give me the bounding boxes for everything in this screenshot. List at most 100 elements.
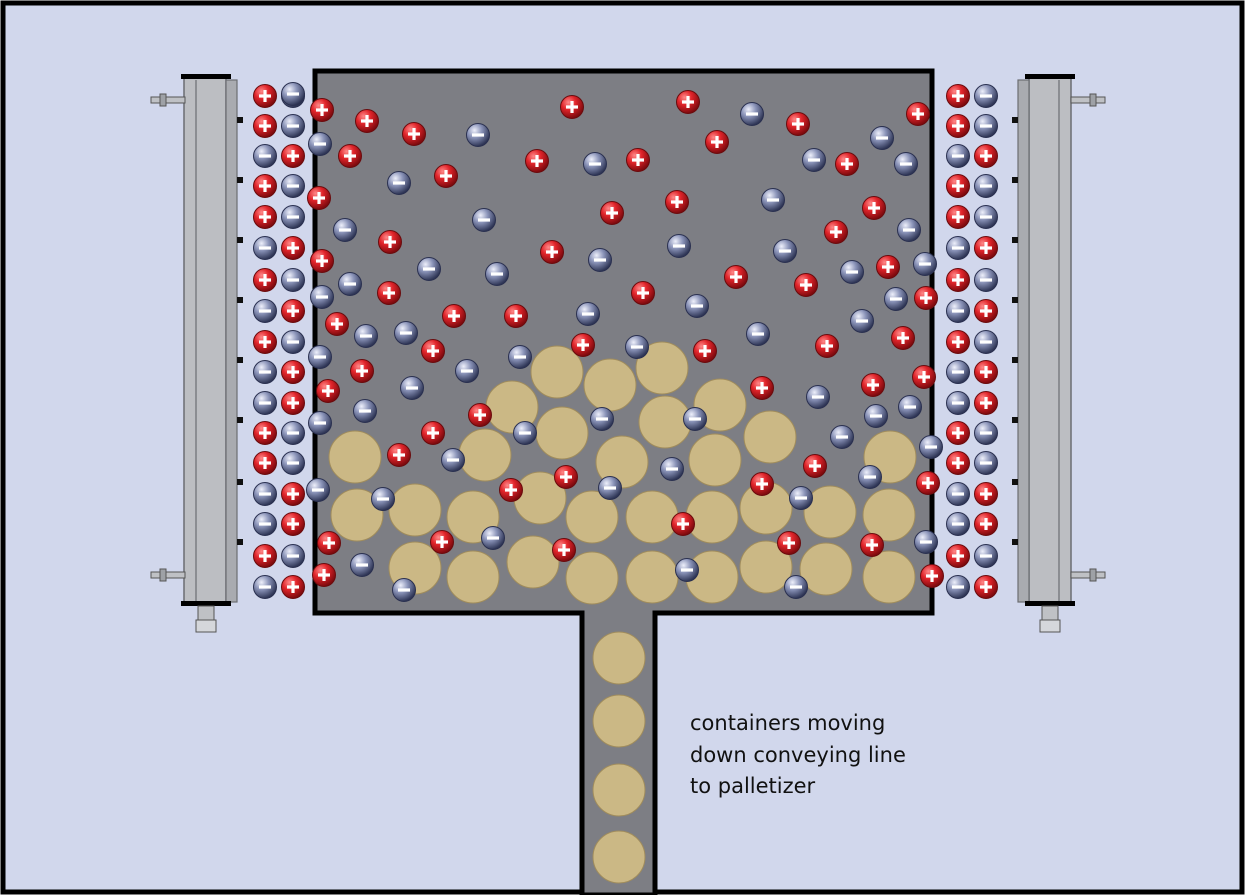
negative-ion	[253, 482, 277, 506]
negative-ion	[974, 84, 998, 108]
right-ionizer-bar	[1012, 74, 1106, 633]
container-top	[635, 341, 689, 395]
positive-ion	[676, 90, 700, 114]
positive-ion	[916, 471, 940, 495]
positive-ion	[891, 326, 915, 350]
positive-ion	[281, 391, 305, 415]
positive-ion	[946, 544, 970, 568]
negative-ion	[281, 82, 305, 106]
negative-ion	[253, 575, 277, 599]
emitter-tip	[1012, 417, 1018, 423]
container-top	[592, 763, 646, 817]
negative-ion	[884, 287, 908, 311]
positive-ion	[946, 174, 970, 198]
negative-ion	[897, 218, 921, 242]
chamber-outlet-gap	[584, 605, 653, 617]
negative-ion	[333, 218, 357, 242]
negative-ion	[308, 132, 332, 156]
positive-ion	[560, 95, 584, 119]
negative-ion	[253, 299, 277, 323]
positive-ion	[946, 330, 970, 354]
emitter-tip	[1012, 479, 1018, 485]
negative-ion	[914, 530, 938, 554]
negative-ion	[588, 248, 612, 272]
positive-ion	[402, 122, 426, 146]
caption-line-3: to palletizer	[690, 774, 816, 798]
negative-ion	[946, 144, 970, 168]
negative-ion	[281, 205, 305, 229]
container-top	[625, 490, 679, 544]
positive-ion	[665, 190, 689, 214]
positive-ion	[705, 130, 729, 154]
positive-ion	[671, 512, 695, 536]
negative-ion	[840, 260, 864, 284]
container-top	[739, 540, 793, 594]
negative-ion	[394, 321, 418, 345]
positive-ion	[693, 339, 717, 363]
positive-ion	[946, 114, 970, 138]
positive-ion	[253, 174, 277, 198]
container-top	[388, 483, 442, 537]
positive-ion	[253, 451, 277, 475]
negative-ion	[773, 239, 797, 263]
negative-ion	[946, 299, 970, 323]
negative-ion	[974, 544, 998, 568]
negative-ion	[894, 152, 918, 176]
emitter-tip	[237, 177, 243, 183]
emitter-tip	[237, 417, 243, 423]
positive-ion	[794, 273, 818, 297]
positive-ion	[974, 575, 998, 599]
emitter-tip	[237, 479, 243, 485]
positive-ion	[974, 482, 998, 506]
negative-ion	[919, 435, 943, 459]
negative-ion	[830, 425, 854, 449]
container-top	[799, 542, 853, 596]
positive-ion	[442, 304, 466, 328]
positive-ion	[387, 443, 411, 467]
negative-ion	[281, 330, 305, 354]
emitter-tip	[1012, 237, 1018, 243]
positive-ion	[325, 312, 349, 336]
positive-ion	[468, 403, 492, 427]
negative-ion	[946, 236, 970, 260]
negative-ion	[308, 411, 332, 435]
positive-ion	[631, 281, 655, 305]
positive-ion	[946, 421, 970, 445]
negative-ion	[253, 360, 277, 384]
positive-ion	[946, 205, 970, 229]
negative-ion	[660, 457, 684, 481]
negative-ion	[974, 451, 998, 475]
positive-ion	[312, 563, 336, 587]
positive-ion	[835, 152, 859, 176]
negative-ion	[746, 322, 770, 346]
positive-ion	[525, 149, 549, 173]
container-top	[592, 694, 646, 748]
emitter-tip	[237, 237, 243, 243]
container-top	[446, 550, 500, 604]
positive-ion	[912, 365, 936, 389]
positive-ion	[946, 268, 970, 292]
positive-ion	[281, 482, 305, 506]
positive-ion	[378, 230, 402, 254]
positive-ion	[281, 575, 305, 599]
negative-ion	[308, 345, 332, 369]
negative-ion	[870, 126, 894, 150]
emitter-tip	[1012, 297, 1018, 303]
left-ionizer-bar	[150, 74, 243, 633]
container-top	[638, 395, 692, 449]
negative-ion	[675, 558, 699, 582]
positive-ion	[571, 333, 595, 357]
emitter-tip	[1012, 539, 1018, 545]
negative-ion	[281, 268, 305, 292]
positive-ion	[253, 84, 277, 108]
emitter-tip	[237, 297, 243, 303]
positive-ion	[281, 512, 305, 536]
right-emitter-tips	[1012, 117, 1018, 545]
positive-ion	[777, 531, 801, 555]
container-top	[565, 551, 619, 605]
negative-ion	[946, 391, 970, 415]
negative-ion	[281, 421, 305, 445]
emitter-tip	[237, 539, 243, 545]
container-top	[583, 358, 637, 412]
negative-ion	[667, 234, 691, 258]
